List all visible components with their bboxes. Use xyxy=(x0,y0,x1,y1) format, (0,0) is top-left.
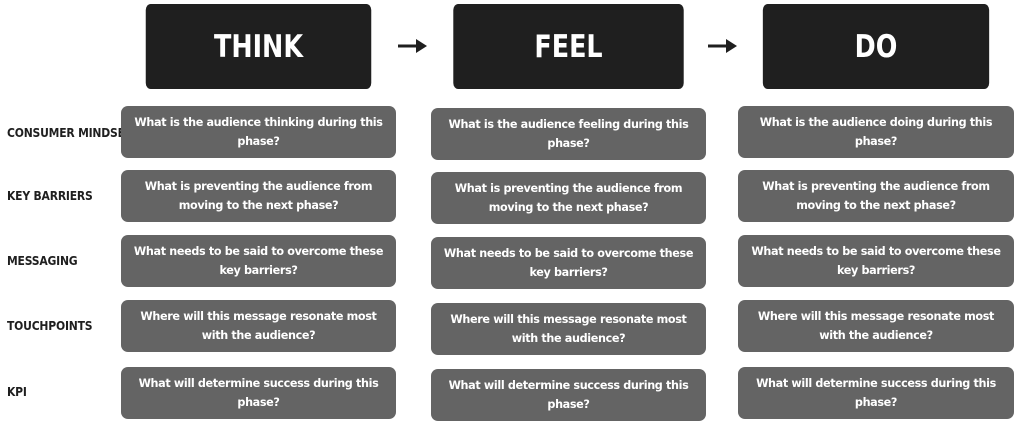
grid-cell-do-kpi: What will determine success during this … xyxy=(738,367,1014,419)
row-label-touchpoints: TOUCHPOINTS xyxy=(7,319,93,333)
row-label-consumer-mindset: CONSUMER MINDSET xyxy=(7,126,132,140)
grid-cell-do-key-barriers: What is preventing the audience from mov… xyxy=(738,170,1014,222)
cell-text: What is the audience thinking during thi… xyxy=(134,116,383,148)
cell-text: What is preventing the audience from mov… xyxy=(762,180,990,212)
row-label-kpi: KPI xyxy=(7,385,27,399)
cell-text: What will determine success during this … xyxy=(448,379,689,411)
phase-header-think: THINK xyxy=(145,4,372,89)
cell-text: What will determine success during this … xyxy=(756,377,996,409)
cell-text: What is the audience feeling during this… xyxy=(448,118,689,150)
grid-cell-do-consumer-mindset: What is the audience doing during this p… xyxy=(738,106,1014,158)
cell-text: What needs to be said to overcome these … xyxy=(443,247,694,279)
cell-text: Where will this message resonate most wi… xyxy=(450,313,687,345)
cell-text: Where will this message resonate most wi… xyxy=(757,310,995,342)
grid-cell-think-touchpoints: Where will this message resonate most wi… xyxy=(121,300,396,352)
cell-text: What needs to be said to overcome these … xyxy=(133,245,384,277)
row-label-messaging: MESSAGING xyxy=(7,254,78,268)
grid-cell-think-key-barriers: What is preventing the audience from mov… xyxy=(121,170,396,222)
grid-cell-feel-kpi: What will determine success during this … xyxy=(431,369,706,421)
arrow-right-icon xyxy=(398,39,427,53)
grid-cell-think-messaging: What needs to be said to overcome these … xyxy=(121,235,396,287)
phase-title: FEEL xyxy=(534,28,603,65)
cell-text: What will determine success during this … xyxy=(138,377,379,409)
grid-cell-feel-messaging: What needs to be said to overcome these … xyxy=(431,237,706,289)
cell-text: What is preventing the audience from mov… xyxy=(454,182,683,214)
grid-cell-feel-key-barriers: What is preventing the audience from mov… xyxy=(431,172,706,224)
cell-text: Where will this message resonate most wi… xyxy=(140,310,377,342)
grid-cell-do-touchpoints: Where will this message resonate most wi… xyxy=(738,300,1014,352)
grid-cell-feel-touchpoints: Where will this message resonate most wi… xyxy=(431,303,706,355)
phase-title: DO xyxy=(854,28,898,65)
phase-header-feel: FEEL xyxy=(453,4,684,89)
grid-cell-think-kpi: What will determine success during this … xyxy=(121,367,396,419)
phase-title: THINK xyxy=(213,28,304,65)
grid-cell-feel-consumer-mindset: What is the audience feeling during this… xyxy=(431,108,706,160)
row-label-key-barriers: KEY BARRIERS xyxy=(7,189,93,203)
grid-cell-do-messaging: What needs to be said to overcome these … xyxy=(738,235,1014,287)
grid-cell-think-consumer-mindset: What is the audience thinking during thi… xyxy=(121,106,396,158)
arrow-right-icon xyxy=(708,39,737,53)
cell-text: What needs to be said to overcome these … xyxy=(751,245,1001,277)
cell-text: What is the audience doing during this p… xyxy=(759,116,993,148)
cell-text: What is preventing the audience from mov… xyxy=(144,180,373,212)
phase-header-do: DO xyxy=(762,4,990,89)
